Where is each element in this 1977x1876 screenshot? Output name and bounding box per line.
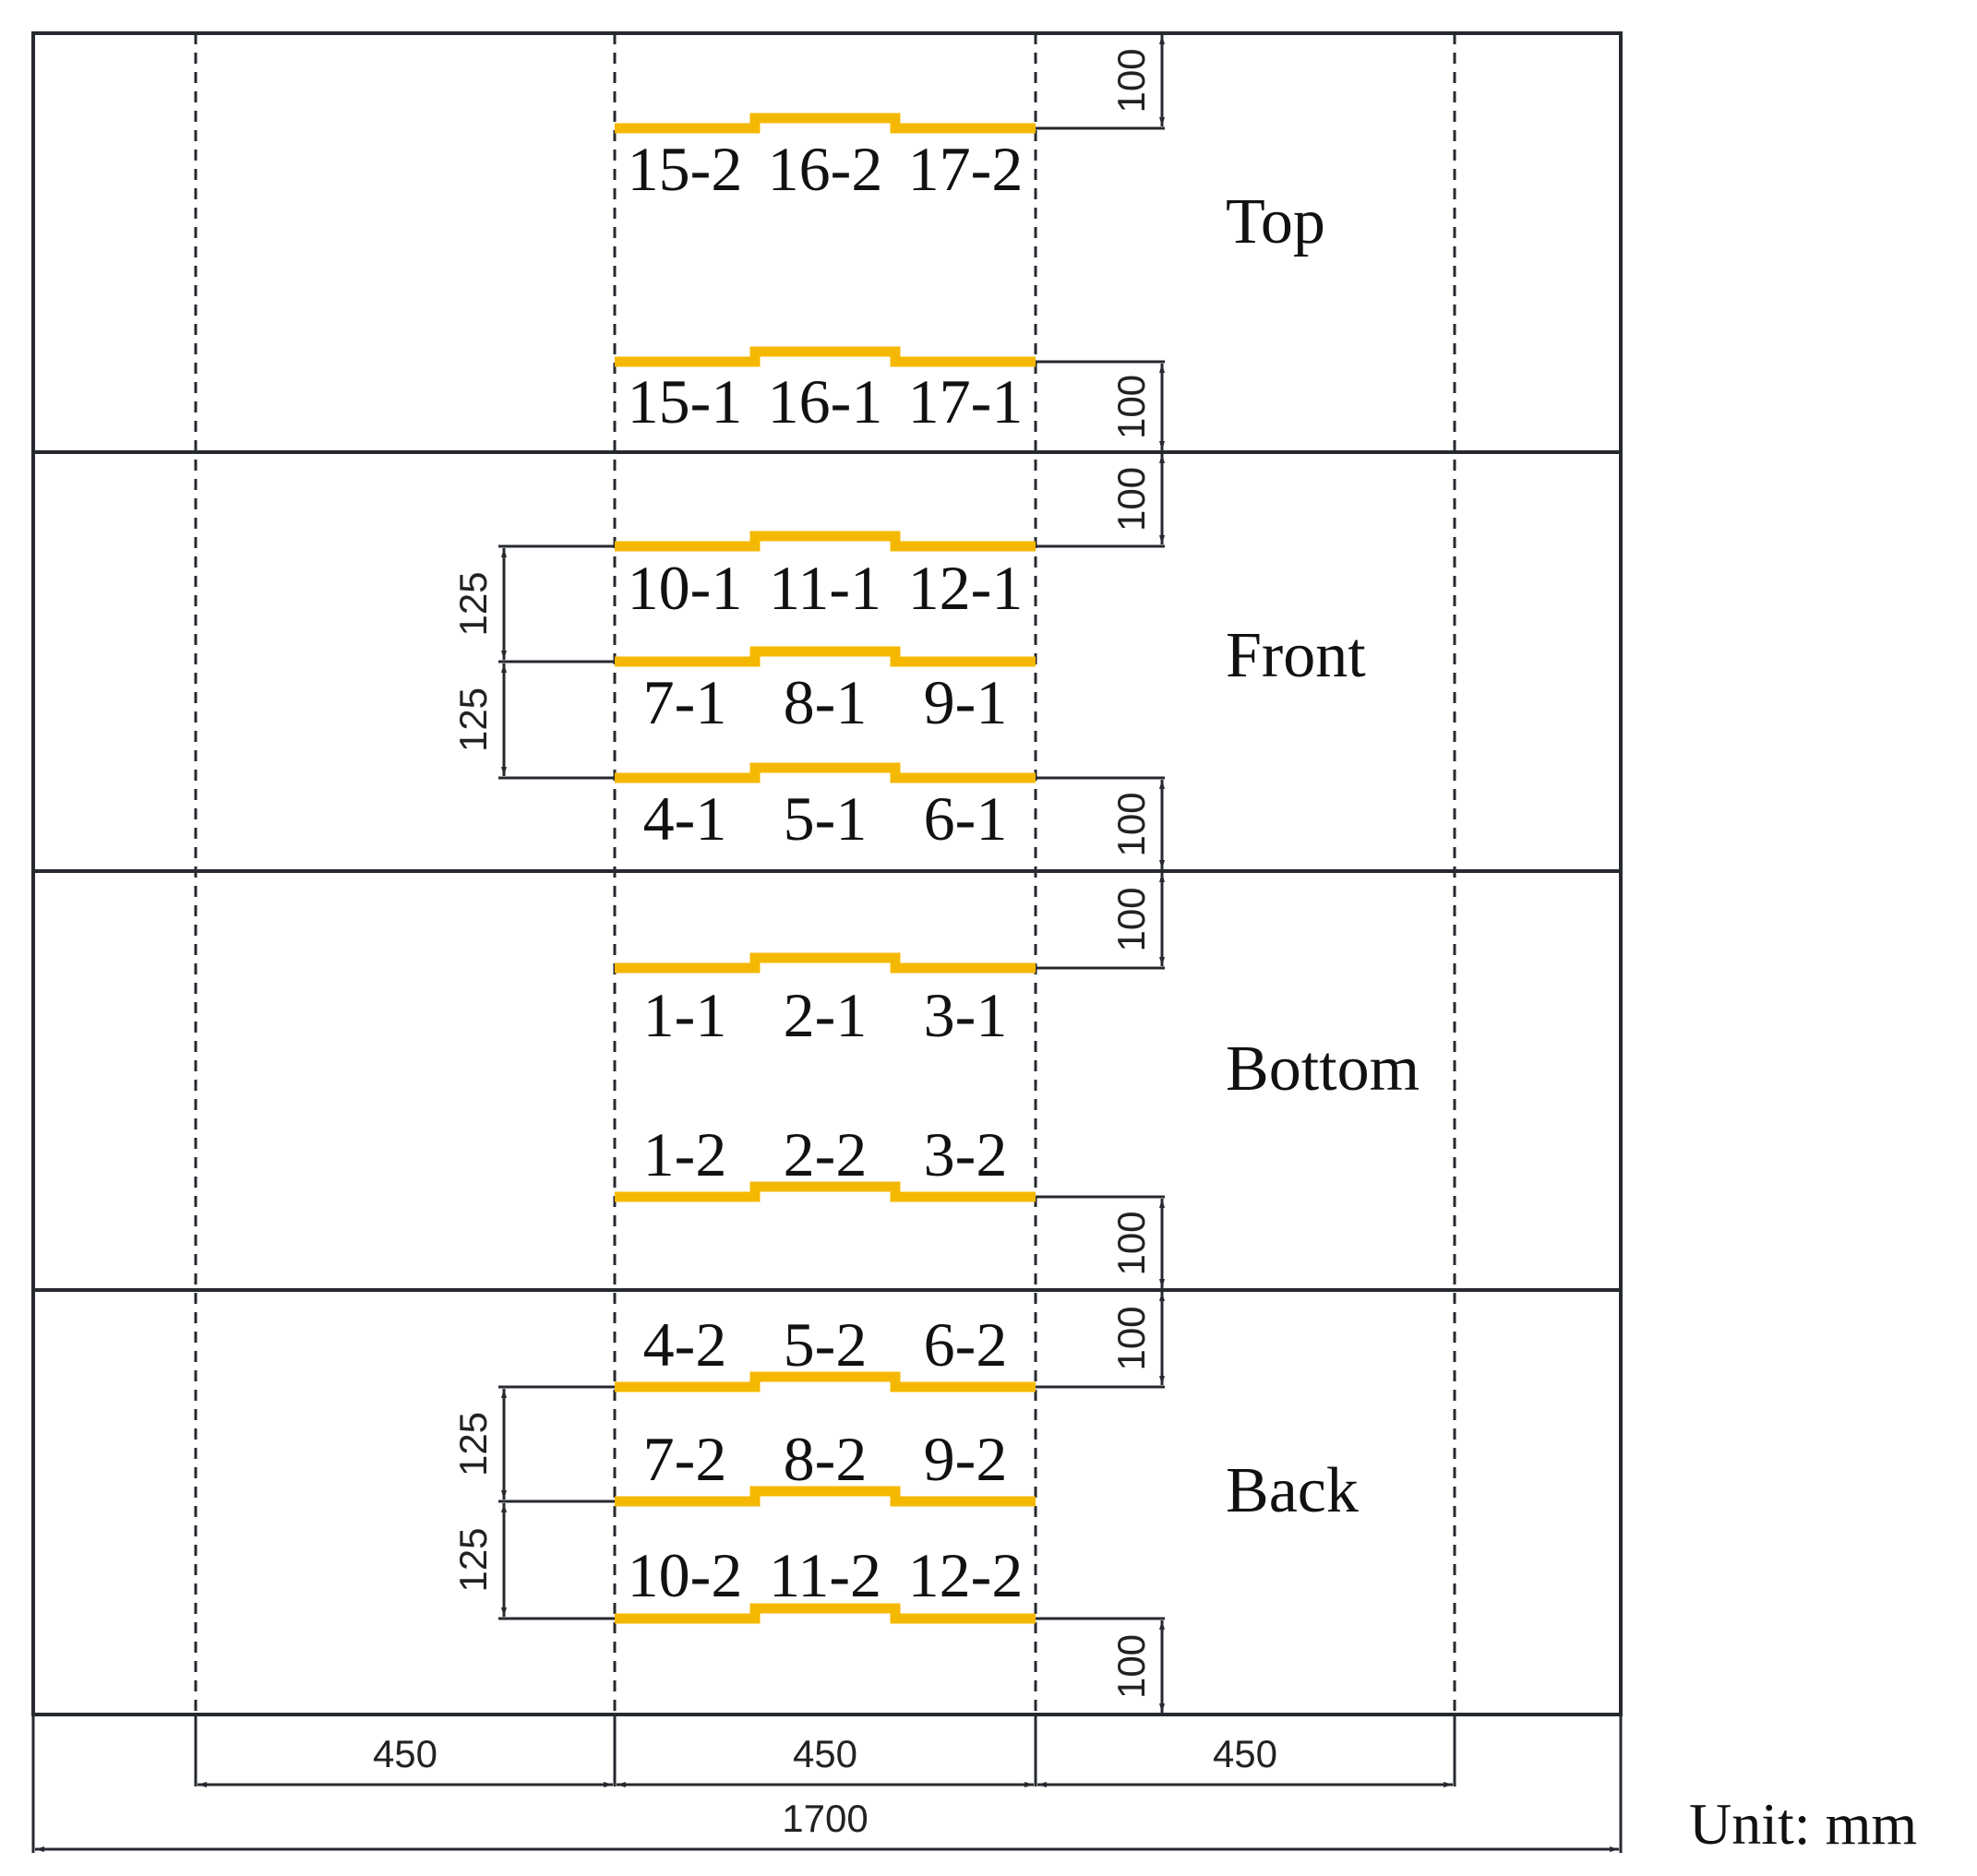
gauge-line-back-3 [615,1603,1036,1624]
gauge-label: 15-2 [628,134,743,204]
gauge-label: 4-1 [643,783,727,854]
face-label-top: Top [1226,186,1325,257]
gauge-label: 8-1 [784,667,868,737]
face-labels: Top Front Bottom Back [1226,186,1420,1526]
gauge-label: 5-1 [784,783,868,854]
dim-label-spacing: 125 [451,571,495,636]
gauge-line-top-1 [615,346,1036,367]
gauge-line-back-2 [615,1486,1036,1507]
gauge-label: 10-2 [628,1540,743,1610]
dim-label-total: 1700 [782,1797,868,1840]
gauge-label: 12-2 [908,1540,1024,1610]
gauge-label: 16-1 [768,366,883,436]
gauge-line-top-2 [615,113,1036,134]
gauge-label: 7-1 [643,667,727,737]
dim-label-offset: 100 [1109,1211,1153,1275]
dim-label-offset: 100 [1109,375,1153,439]
gauge-label: 7-2 [643,1424,727,1494]
gauge-label: 2-2 [784,1119,868,1189]
dim-label-col-2: 450 [793,1732,857,1775]
dim-label-offset: 100 [1109,1634,1153,1699]
dim-label-offset: 100 [1109,1306,1153,1370]
dim-label-offset: 100 [1109,792,1153,856]
gauge-label: 11-2 [769,1540,881,1610]
gauge-label: 3-1 [924,980,1008,1050]
dim-label-spacing: 125 [451,687,495,752]
gauge-label: 9-1 [924,667,1008,737]
gauge-rows [615,113,1036,1624]
dim-label-col-1: 450 [373,1732,437,1775]
gauge-label: 1-1 [643,980,727,1050]
gauge-line-front-3 [615,531,1036,552]
gauge-label: 6-2 [924,1309,1008,1380]
gauge-label: 1-2 [643,1119,727,1189]
row-spacing-dimensions: 125 125 125 125 [451,544,615,1620]
gauge-label: 4-2 [643,1309,727,1380]
gauge-label: 3-2 [924,1119,1008,1189]
face-label-bottom: Bottom [1226,1034,1420,1105]
gauge-label: 5-2 [784,1309,868,1380]
gauge-label: 6-1 [924,783,1008,854]
column-guides [194,33,1456,1715]
gauge-label: 15-1 [628,366,743,436]
dim-label-spacing: 125 [451,1412,495,1476]
gauge-line-front-1 [615,762,1036,783]
gauge-label: 16-2 [768,134,883,204]
gauge-label: 9-2 [924,1424,1008,1494]
gauge-label: 11-1 [769,553,881,623]
gauge-label: 10-1 [628,553,743,623]
dim-label-offset: 100 [1109,887,1153,951]
face-label-front: Front [1226,620,1366,691]
gauge-line-front-2 [615,646,1036,667]
face-label-back: Back [1226,1455,1359,1526]
dim-label-col-3: 450 [1213,1732,1277,1775]
gauge-label: 8-2 [784,1424,868,1494]
dim-label-spacing: 125 [451,1527,495,1592]
dim-label-offset: 100 [1109,467,1153,532]
gauge-label: 12-1 [908,553,1024,623]
gauge-labels: 15-2 16-2 17-2 15-1 16-1 17-1 10-1 11-1 12-1 7-1 8… [628,134,1024,1610]
outer-frame [31,31,1623,1716]
gauge-line-back-1 [615,1371,1036,1392]
gauge-label: 17-1 [908,366,1024,436]
gauge-line-bottom-2 [615,1181,1036,1202]
gauge-label: 17-2 [908,134,1024,204]
unit-label: Unit: mm [1689,1791,1917,1857]
dim-label-offset: 100 [1109,48,1153,113]
edge-offset-dimensions: 100 100 100 100 100 100 100 100 [1036,35,1165,1713]
gauge-line-bottom-1 [615,952,1036,974]
bottom-dimension-lines: 450 450 450 1700 [31,1715,1623,1853]
gauge-label: 2-1 [784,980,868,1050]
